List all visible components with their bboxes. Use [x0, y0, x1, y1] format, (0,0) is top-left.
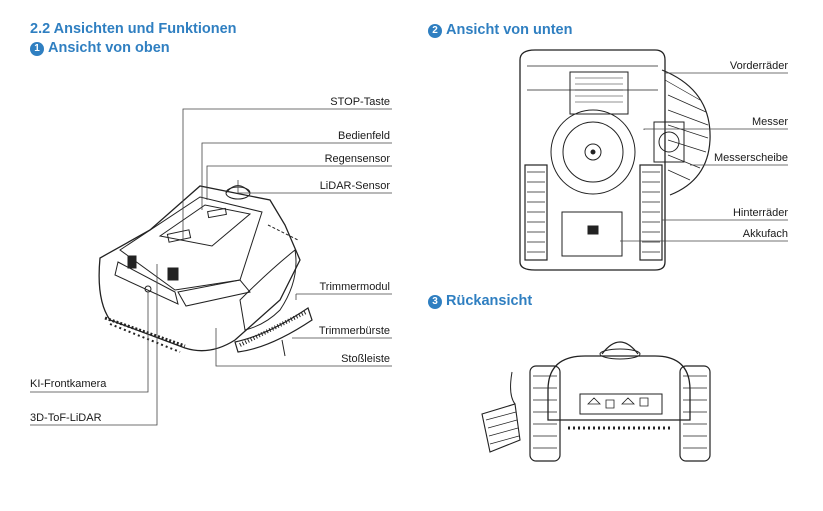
top-view-title-text: Ansicht von oben [48, 40, 170, 56]
label-blade: Messer [751, 116, 788, 128]
section-title: 2.2 Ansichten und Funktionen [30, 21, 237, 37]
rear-view-title: 3 Rückansicht [428, 293, 532, 310]
label-trimmer-module: Trimmermodul [319, 281, 391, 293]
number-badge-3: 3 [428, 295, 442, 309]
label-stop-button: STOP-Taste [330, 96, 390, 108]
bottom-view-title-text: Ansicht von unten [446, 22, 573, 38]
rear-view-title-text: Rückansicht [446, 293, 533, 309]
label-bumper: Stoßleiste [341, 353, 390, 365]
label-ai-front-camera: KI-Frontkamera [30, 378, 107, 390]
label-battery-compartment: Akkufach [742, 228, 788, 240]
bottom-view-leader-lines [620, 72, 788, 242]
top-view-leader-lines [30, 108, 392, 426]
label-front-wheels: Vorderräder [729, 60, 788, 72]
mower-rear-view-drawing [481, 341, 711, 462]
top-view-title: 1 Ansicht von oben [30, 40, 170, 57]
number-badge-2: 2 [428, 24, 442, 38]
label-rear-wheels: Hinterräder [732, 207, 788, 219]
label-3d-tof-lidar: 3D-ToF-LiDAR [30, 412, 102, 424]
label-trimmer-brush: Trimmerbürste [318, 325, 390, 337]
mower-top-view-drawing [98, 185, 313, 357]
mower-bottom-view-drawing [519, 49, 711, 271]
label-control-panel: Bedienfeld [338, 130, 390, 142]
bottom-view-title: 2 Ansicht von unten [428, 22, 572, 39]
label-rain-sensor: Regensensor [324, 153, 390, 165]
label-blade-disc: Messerscheibe [714, 152, 788, 164]
number-badge-1: 1 [30, 42, 44, 56]
label-lidar-sensor: LiDAR-Sensor [319, 180, 390, 192]
